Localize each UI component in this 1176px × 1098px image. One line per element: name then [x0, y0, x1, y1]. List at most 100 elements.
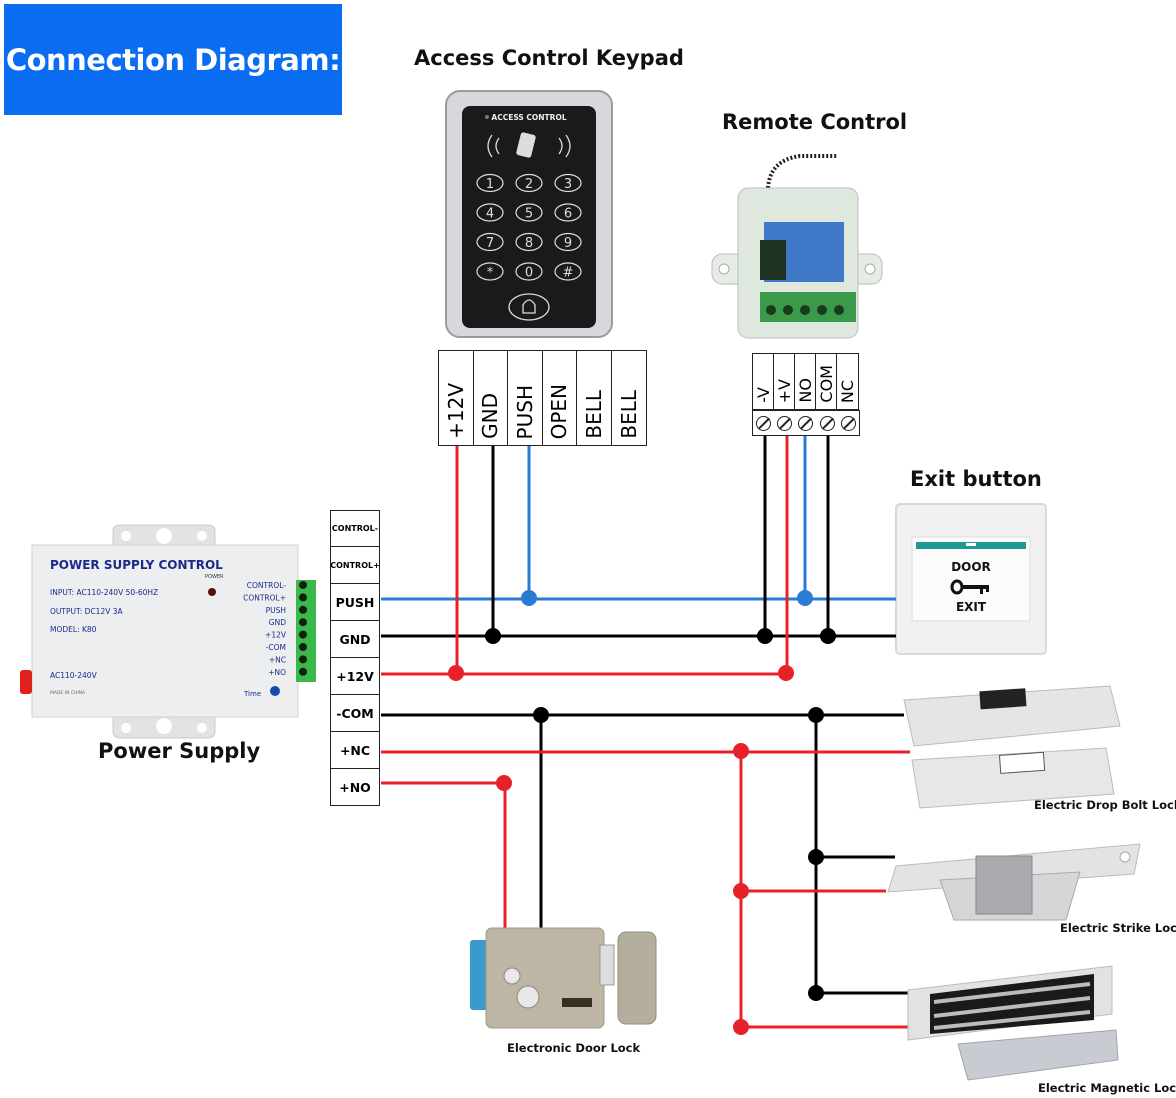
terminal-label: BELL	[616, 390, 641, 439]
terminal-block-cell: PUSH	[330, 584, 380, 621]
keypad-key	[476, 232, 504, 252]
remote-control-module	[711, 154, 883, 339]
remote-label: Remote Control	[722, 110, 908, 134]
psu-screw-icon	[299, 605, 307, 614]
keypad-key-label: 3	[564, 177, 572, 192]
electric-strike-lock	[887, 843, 1141, 921]
junction-dot	[808, 985, 824, 1001]
junction-dot	[808, 707, 824, 723]
keypad-key	[554, 232, 582, 252]
junction-dot	[757, 628, 773, 644]
keypad-key	[515, 203, 543, 222]
antenna-icon	[766, 154, 838, 189]
keypad-key-label: 5	[525, 207, 533, 222]
junction-dot	[820, 628, 836, 644]
strike-lock-label: Electric Strike Lock	[1060, 921, 1176, 935]
terminal-cell: +12V	[439, 351, 474, 445]
junction-dot	[448, 665, 464, 681]
exit-exit-text: EXIT	[956, 600, 987, 614]
terminal-label: +12V	[443, 383, 468, 439]
electronic-door-lock	[470, 927, 657, 1029]
terminal-label: COM	[816, 365, 836, 403]
psu-side-terminal-label: -COM	[266, 643, 286, 652]
terminal-block-cell: CONTROL-	[330, 510, 380, 547]
psu-screw-icon	[299, 643, 307, 651]
terminal-cell: PUSH	[508, 351, 543, 445]
junction-dot	[496, 775, 512, 791]
keypad-key-label: #	[563, 266, 574, 281]
terminal-label: +V	[774, 378, 794, 403]
keypad-key	[476, 262, 504, 281]
psu-made-in: MADE IN CHINA	[50, 690, 86, 696]
junction-dot	[733, 743, 749, 759]
rfid-icon	[487, 132, 571, 158]
keypad-key-label: 4	[486, 207, 494, 222]
terminal-block-cell: -COM	[330, 695, 380, 732]
keypad-key-label: 9	[564, 236, 572, 251]
keypad-key	[515, 173, 543, 193]
screw-icon	[798, 415, 814, 431]
psu-power-label: POWER	[205, 574, 224, 580]
terminal-block-cell: +12V	[330, 658, 380, 695]
diagram-title: Connection Diagram:	[4, 4, 342, 115]
power-supply-label: Power Supply	[98, 739, 261, 763]
terminal-cell: COM	[816, 354, 837, 409]
terminal-block-cell: CONTROL+	[330, 547, 380, 584]
terminal-cell: -V	[753, 354, 774, 409]
power-led-icon	[208, 588, 216, 596]
psu-side-terminal-label: CONTROL-	[247, 581, 286, 590]
terminal-block-cell: +NC	[330, 732, 380, 769]
keypad-key-label: 6	[564, 207, 572, 222]
terminal-label: NC	[838, 379, 857, 403]
keypad-key	[515, 232, 543, 252]
psu-ac: AC110-240V	[50, 671, 98, 680]
screw-icon	[756, 415, 772, 431]
junction-dot	[778, 665, 794, 681]
diagram-title-text: Connection Diagram:	[5, 42, 341, 77]
junction-dot	[733, 883, 749, 899]
terminal-label: NO	[795, 378, 815, 403]
terminal-cell: OPEN	[543, 351, 577, 445]
terminal-cell: NO	[795, 354, 816, 409]
terminal-label: PUSH	[512, 384, 537, 439]
terminal-cell: GND	[474, 351, 508, 445]
keypad-key-label: 1	[486, 177, 494, 192]
keypad-key	[515, 262, 543, 281]
junction-dot	[808, 849, 824, 865]
psu-time-label: Time	[243, 690, 261, 698]
terminal-cell: NC	[837, 354, 858, 409]
keypad-key	[554, 173, 582, 193]
screw-icon	[777, 415, 793, 431]
junction-dot	[733, 1019, 749, 1035]
electric-drop-bolt-lock	[903, 685, 1121, 809]
junction-dot	[533, 707, 549, 723]
psu-input: INPUT: AC110-240V 50-60HZ	[50, 588, 158, 597]
keypad-key-label: 0	[525, 266, 533, 281]
key-icon	[950, 579, 989, 595]
junction-dots	[448, 590, 836, 1035]
keypad-key-label: 8	[525, 236, 533, 251]
terminal-label: -V	[753, 387, 773, 403]
screw-icon	[840, 415, 856, 431]
keypad-key-label: 7	[486, 236, 494, 251]
junction-dot	[485, 628, 501, 644]
power-supply-unit: POWER SUPPLY CONTROL INPUT: AC110-240V 5…	[20, 524, 316, 739]
remote-screw-terminals	[752, 410, 860, 436]
psu-side-terminal-label: +NC	[269, 655, 286, 664]
keypad-key	[476, 203, 504, 222]
screw-icon	[819, 415, 835, 431]
psu-side-terminal-label: +NO	[268, 668, 286, 677]
magnetic-lock-label: Electric Magnetic Lock	[1038, 1081, 1176, 1095]
psu-screw-icon	[299, 667, 307, 676]
terminal-label: GND	[478, 393, 503, 439]
psu-screw-icon	[299, 655, 307, 664]
terminal-cell: +V	[774, 354, 795, 409]
drop-bolt-label: Electric Drop Bolt Lock	[1034, 798, 1176, 812]
terminal-cell: BELL	[577, 351, 612, 445]
exit-button: DOOR EXIT	[895, 503, 1047, 655]
psu-output: OUTPUT: DC12V 3A	[50, 607, 123, 616]
door-lock-label: Electronic Door Lock	[507, 1041, 641, 1055]
